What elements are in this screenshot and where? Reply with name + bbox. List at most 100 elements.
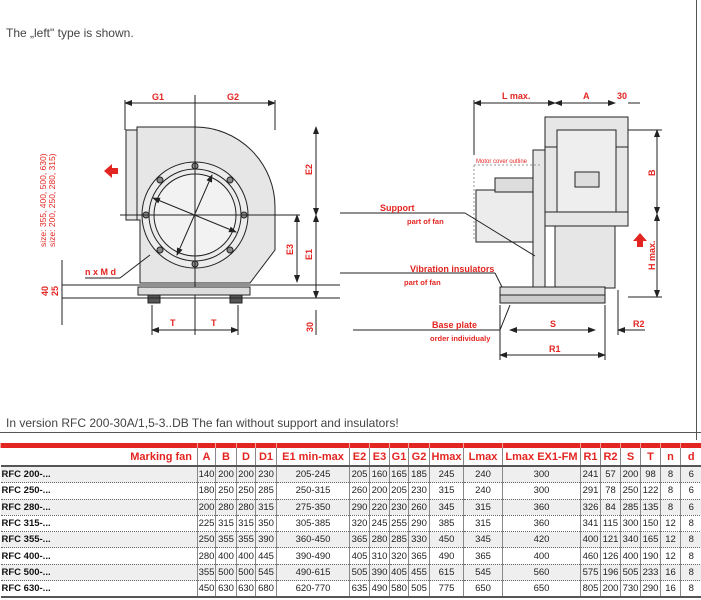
column-header: G1: [389, 448, 409, 467]
svg-text:Vibration insulators: Vibration insulators: [410, 264, 494, 274]
column-header: E1 min-max: [276, 448, 350, 467]
table-accent-bar: [0, 443, 701, 448]
table-cell: 200: [600, 580, 621, 599]
table-cell: 126: [600, 547, 621, 565]
table-cell: 400: [580, 531, 601, 549]
svg-text:B: B: [647, 169, 657, 176]
table-cell: 6: [680, 466, 701, 484]
column-header: Lmax EX1-FM: [502, 448, 581, 467]
table-cell: 680: [255, 580, 277, 599]
table-cell: 365: [349, 531, 370, 549]
table-cell: 365: [408, 547, 430, 565]
table-cell: 620-770: [276, 580, 350, 599]
table-cell: 150: [640, 515, 661, 533]
table-cell: 185: [408, 466, 430, 484]
table-cell: 345: [429, 499, 464, 516]
table-cell: 180: [197, 482, 216, 500]
column-header: D: [236, 448, 256, 467]
table-cell: 326: [580, 499, 601, 516]
table-cell: 320: [349, 515, 370, 533]
table-cell: 121: [600, 531, 621, 549]
table-cell: 230: [389, 499, 409, 516]
front-view-drawing: [61, 95, 340, 335]
table-cell: 730: [620, 580, 641, 599]
table-cell: 280: [215, 499, 237, 516]
table-cell: 341: [580, 515, 601, 533]
table-cell: 240: [463, 482, 503, 500]
table-cell: 300: [502, 466, 581, 484]
table-cell: 78: [600, 482, 621, 500]
fan-model-cell: RFC 250-...: [0, 482, 198, 500]
table-cell: 285: [389, 531, 409, 549]
svg-text:E3: E3: [285, 244, 295, 255]
svg-text:size: 355, 400, 500, 630): size: 355, 400, 500, 630): [38, 153, 48, 247]
table-cell: 405: [389, 564, 409, 582]
divider: [0, 432, 701, 433]
table-cell: 12: [660, 515, 681, 533]
table-cell: 98: [640, 466, 661, 484]
svg-text:Support: Support: [380, 203, 415, 213]
column-header: R2: [600, 448, 621, 467]
table-cell: 255: [389, 515, 409, 533]
version-note: In version RFC 200-30A/1,5-3..DB The fan…: [6, 416, 399, 430]
table-cell: 280: [197, 547, 216, 565]
table-cell: 122: [640, 482, 661, 500]
table-cell: 115: [600, 515, 621, 533]
table-cell: 360: [502, 499, 581, 516]
table-cell: 8: [680, 547, 701, 565]
table-cell: 8: [660, 482, 681, 500]
table-cell: 12: [660, 547, 681, 565]
table-cell: 615: [429, 564, 464, 582]
table-cell: 490: [429, 547, 464, 565]
svg-text:G1: G1: [152, 92, 164, 102]
table-cell: 305-385: [276, 515, 350, 533]
table-cell: 400: [620, 547, 641, 565]
table-cell: 6: [680, 482, 701, 500]
table-cell: 285: [255, 482, 277, 500]
table-cell: 490: [369, 580, 390, 599]
table-cell: 635: [349, 580, 370, 599]
table-cell: 165: [389, 466, 409, 484]
table-cell: 650: [502, 580, 581, 599]
table-cell: 450: [197, 580, 216, 599]
table-cell: 320: [389, 547, 409, 565]
table-cell: 241: [580, 466, 601, 484]
svg-text:A: A: [583, 91, 590, 101]
fan-model-cell: RFC 200-...: [0, 466, 198, 484]
column-header: R1: [580, 448, 601, 467]
table-cell: 315: [255, 499, 277, 516]
table-cell: 6: [680, 499, 701, 516]
table-cell: 505: [408, 580, 430, 599]
table-cell: 245: [429, 466, 464, 484]
table-cell: 420: [502, 531, 581, 549]
table-cell: 300: [620, 515, 641, 533]
svg-text:part of fan: part of fan: [407, 217, 444, 226]
table-cell: 350: [255, 515, 277, 533]
table-cell: 260: [408, 499, 430, 516]
table-cell: 505: [620, 564, 641, 582]
table-cell: 200: [197, 499, 216, 516]
table-cell: 330: [408, 531, 430, 549]
table-cell: 205: [389, 482, 409, 500]
svg-text:T: T: [211, 318, 217, 328]
table-cell: 8: [660, 499, 681, 516]
svg-text:part of fan: part of fan: [404, 278, 441, 287]
table-cell: 365: [463, 547, 503, 565]
table-cell: 250: [236, 482, 256, 500]
table-cell: 505: [349, 564, 370, 582]
table-cell: 230: [408, 482, 430, 500]
fan-model-cell: RFC 500-...: [0, 564, 198, 582]
table-cell: 405: [349, 547, 370, 565]
table-cell: 455: [408, 564, 430, 582]
table-cell: 250: [215, 482, 237, 500]
table-cell: 580: [389, 580, 409, 599]
table-cell: 345: [463, 531, 503, 549]
svg-text:S: S: [550, 319, 556, 329]
column-header: Lmax: [463, 448, 503, 467]
svg-text:size: 200, 250, 280, 315): size: 200, 250, 280, 315): [47, 153, 57, 247]
svg-text:H max.: H max.: [647, 240, 657, 270]
table-cell: 390: [369, 564, 390, 582]
